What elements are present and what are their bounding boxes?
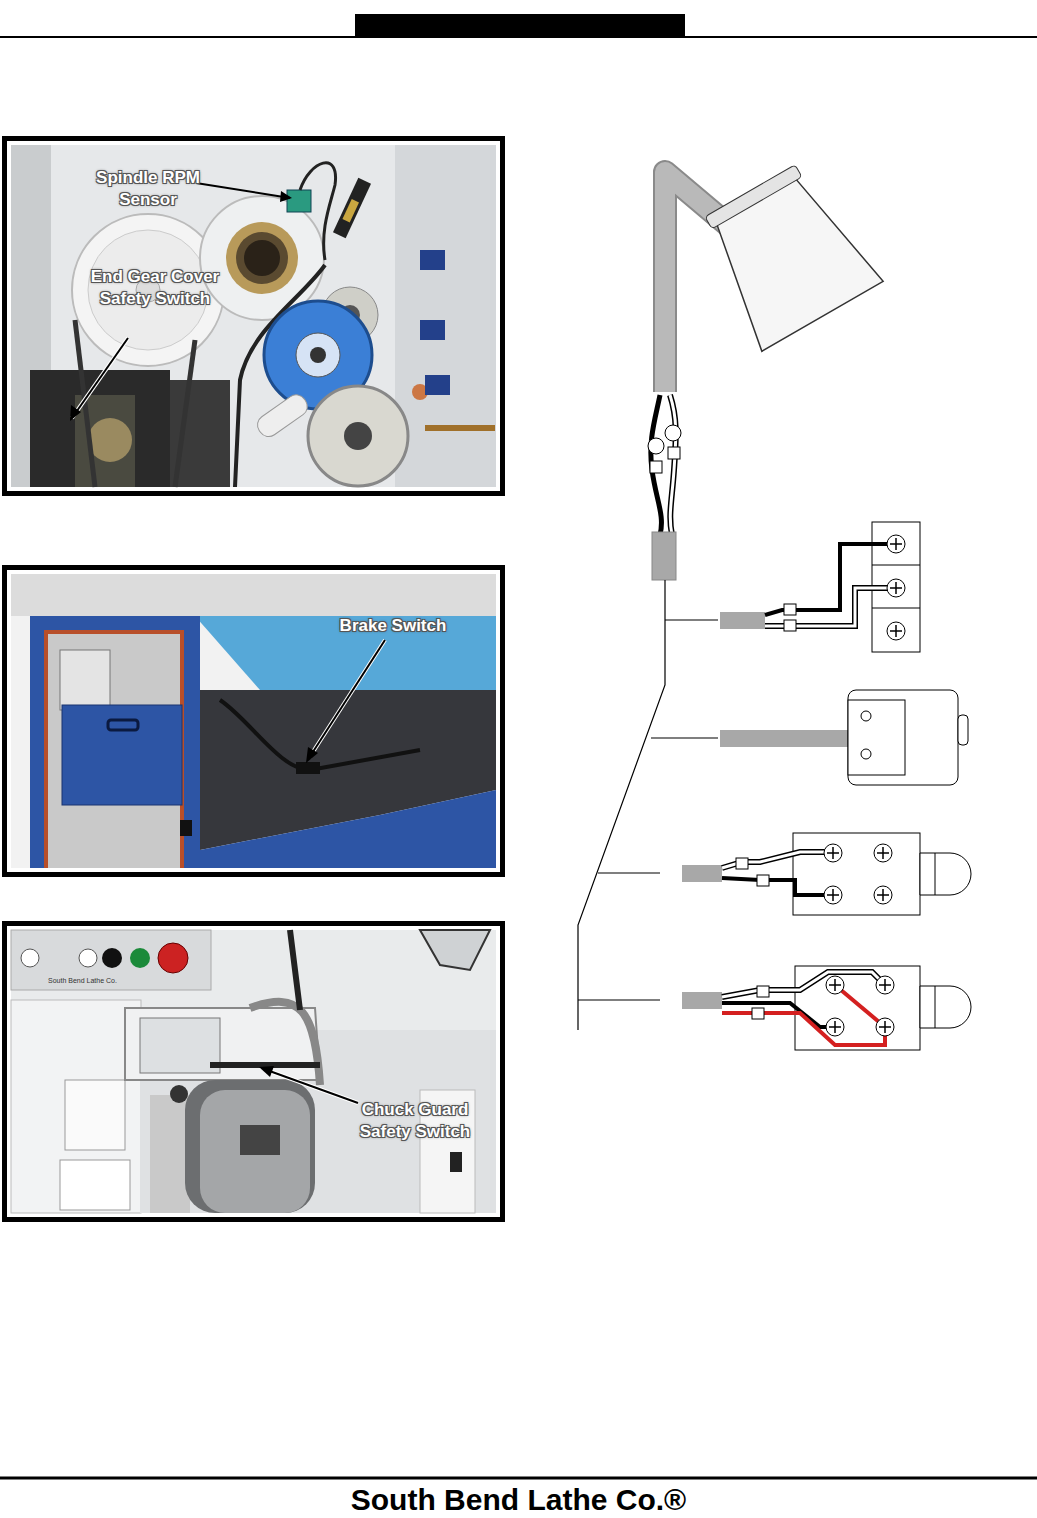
callout-label: End Gear Cover Safety Switch — [90, 266, 220, 310]
callout-label: Brake Switch — [318, 615, 468, 637]
panel-brand: South Bend Lathe Co. — [48, 977, 117, 985]
callout-label: Spindle RPM Sensor — [78, 167, 218, 211]
callout-label: Chuck Guard Safety Switch — [350, 1099, 480, 1143]
photo-chuck-guard — [2, 921, 505, 1222]
wiring-diagram — [578, 156, 971, 1050]
photo-end-gear — [2, 136, 505, 496]
footer-brand: South Bend Lathe Co.® — [0, 1483, 1037, 1517]
photo-brake — [2, 565, 505, 877]
